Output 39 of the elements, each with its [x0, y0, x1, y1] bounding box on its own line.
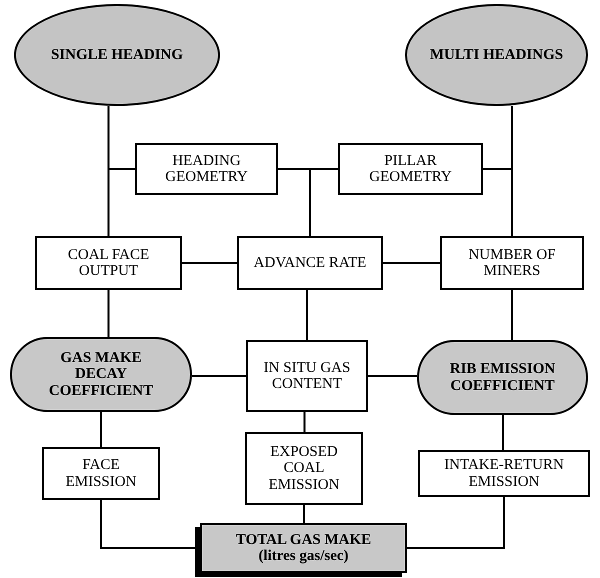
node-label: ADVANCE RATE [254, 254, 366, 272]
node-label: (litres gas/sec) [258, 548, 349, 564]
process-box [35, 236, 182, 290]
process-box [440, 236, 584, 290]
process-box [42, 447, 160, 500]
node-label: EXPOSED COAL EMISSION [268, 444, 340, 494]
process-box [245, 432, 363, 505]
connector-line [368, 375, 417, 377]
node-label: PILLAR GEOMETRY [368, 152, 453, 186]
node-label: FACE EMISSION [64, 457, 138, 490]
connector-line [100, 412, 102, 447]
node-label: MULTI HEADINGS [430, 46, 564, 64]
process-box [246, 340, 368, 412]
connector-line [383, 262, 440, 264]
connector-line [502, 415, 504, 450]
connector-line [483, 168, 513, 236]
connector-line [108, 290, 110, 337]
connector-line [108, 168, 135, 236]
process-box [237, 236, 383, 290]
connector-line [304, 412, 306, 432]
node-label: IN SITU GAS CONTENT [262, 360, 352, 392]
node-label: RIB EMISSION COEFFICIENT [448, 361, 556, 394]
process-box [135, 143, 278, 195]
connector-line [303, 505, 305, 523]
node-label: NUMBER OF MINERS [467, 246, 557, 280]
connector-line [511, 290, 513, 340]
node-label: TOTAL GAS MAKE [236, 532, 372, 548]
process-box [418, 450, 590, 497]
connector-line [278, 168, 311, 236]
connector-line [192, 375, 246, 377]
connector-line [407, 497, 505, 549]
process-box [338, 143, 483, 195]
node-label: GAS MAKE DECAY COEFFICIENT [48, 350, 154, 400]
node-label: COAL FACE OUTPUT [66, 246, 150, 280]
node-label: HEADING GEOMETRY [164, 152, 249, 186]
connector-line [306, 290, 308, 340]
node-label: INTAKE-RETURN EMISSION [443, 457, 565, 490]
node-label: SINGLE HEADING [50, 46, 184, 64]
connector-line [182, 262, 237, 264]
